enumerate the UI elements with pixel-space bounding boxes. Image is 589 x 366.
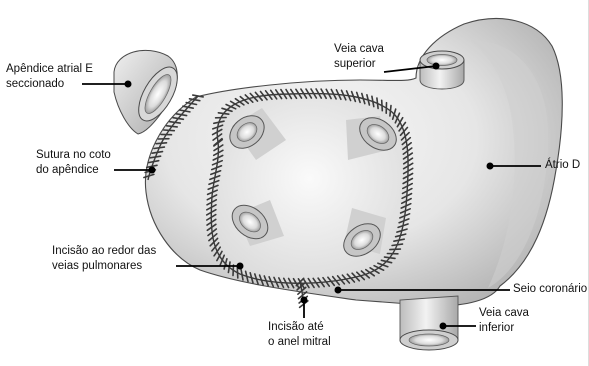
stump-suture-stitch <box>164 130 175 131</box>
label-stump-line2: do apêndice <box>36 163 111 178</box>
label-svc-line1: Veia cava <box>334 42 384 57</box>
pv-box-suture-stitch <box>390 106 391 116</box>
label-appendage-line2: seccionado <box>6 77 80 92</box>
label-pv-incision: Incisão ao redor das veias pulmonares <box>52 244 156 274</box>
leader-dot-appendage <box>125 81 130 86</box>
label-stump-suture: Sutura no coto do apêndice <box>36 148 111 178</box>
label-svc: Veia cava superior <box>334 42 384 72</box>
leader-dot-right-atrium <box>487 163 492 168</box>
label-cs-line1: Seio coronário <box>513 282 587 297</box>
label-ivc-line2: inferior <box>479 321 529 336</box>
label-mitral-line1: Incisão até <box>268 320 331 335</box>
inferior-vena-cava <box>400 296 458 350</box>
pv-box-suture-stitch <box>237 268 238 279</box>
stump-suture-stitch <box>156 143 166 144</box>
leader-dot-mitral <box>301 297 306 302</box>
label-ivc: Veia cava inferior <box>479 306 529 336</box>
superior-vena-cava <box>420 51 464 89</box>
pv-box-suture-stitch <box>390 249 401 250</box>
label-right-atrium: Átrio D <box>545 158 580 173</box>
label-appendage-line1: Apêndice atrial E <box>6 62 80 77</box>
label-pv-line2: veias pulmonares <box>52 259 156 274</box>
leader-dot-cs <box>335 287 340 292</box>
label-mitral-line2: o anel mitral <box>268 335 331 350</box>
label-right-atrium-line1: Átrio D <box>545 158 580 173</box>
label-appendage: Apêndice atrial E seccionado <box>6 62 80 92</box>
stump-suture-stitch <box>167 126 178 127</box>
label-mitral-incision: Incisão até o anel mitral <box>268 320 331 350</box>
label-svc-line2: superior <box>334 57 384 72</box>
pv-box-suture-stitch <box>382 100 383 110</box>
leader-dot-pv <box>237 263 242 268</box>
label-stump-line1: Sutura no coto <box>36 148 111 163</box>
label-ivc-line1: Veia cava <box>479 306 529 321</box>
leader-dot-svc <box>433 63 438 68</box>
leader-dot-ivc <box>440 323 445 328</box>
label-coronary-sinus: Seio coronário <box>513 282 587 297</box>
label-pv-line1: Incisão ao redor das <box>52 244 156 259</box>
leader-dot-stump <box>149 167 154 172</box>
